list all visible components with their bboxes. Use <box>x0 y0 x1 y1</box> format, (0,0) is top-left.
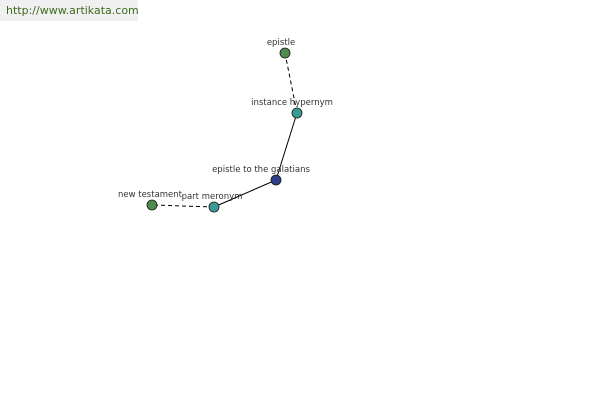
node-label-epistle: epistle <box>267 38 295 48</box>
node-label-instance-hypernym: instance hypernym <box>251 98 333 108</box>
edges-layer <box>151 52 298 208</box>
node-epistle-to-the-galatians[interactable] <box>270 174 282 186</box>
edge-part-meronym-to-new-testament <box>151 204 215 208</box>
source-url-link[interactable]: http://www.artikata.com <box>0 0 139 21</box>
node-label-epistle-to-the-galatians: epistle to the galatians <box>212 165 310 175</box>
node-part-meronym[interactable] <box>208 201 220 213</box>
node-epistle[interactable] <box>279 47 291 59</box>
edge-instance-hypernym-to-epistle-to-the-galatians <box>275 112 298 181</box>
edge-epistle-to-the-galatians-to-part-meronym <box>213 179 277 208</box>
nodes-layer <box>146 47 303 213</box>
node-instance-hypernym[interactable] <box>291 107 303 119</box>
edge-epistle-to-instance-hypernym <box>284 52 298 114</box>
node-label-new-testament: new testament <box>118 190 183 200</box>
labels-layer: epistle instance hypernym epistle to the g… <box>118 38 333 202</box>
node-label-part-meronym: part meronym <box>182 192 243 202</box>
node-new-testament[interactable] <box>146 199 158 211</box>
